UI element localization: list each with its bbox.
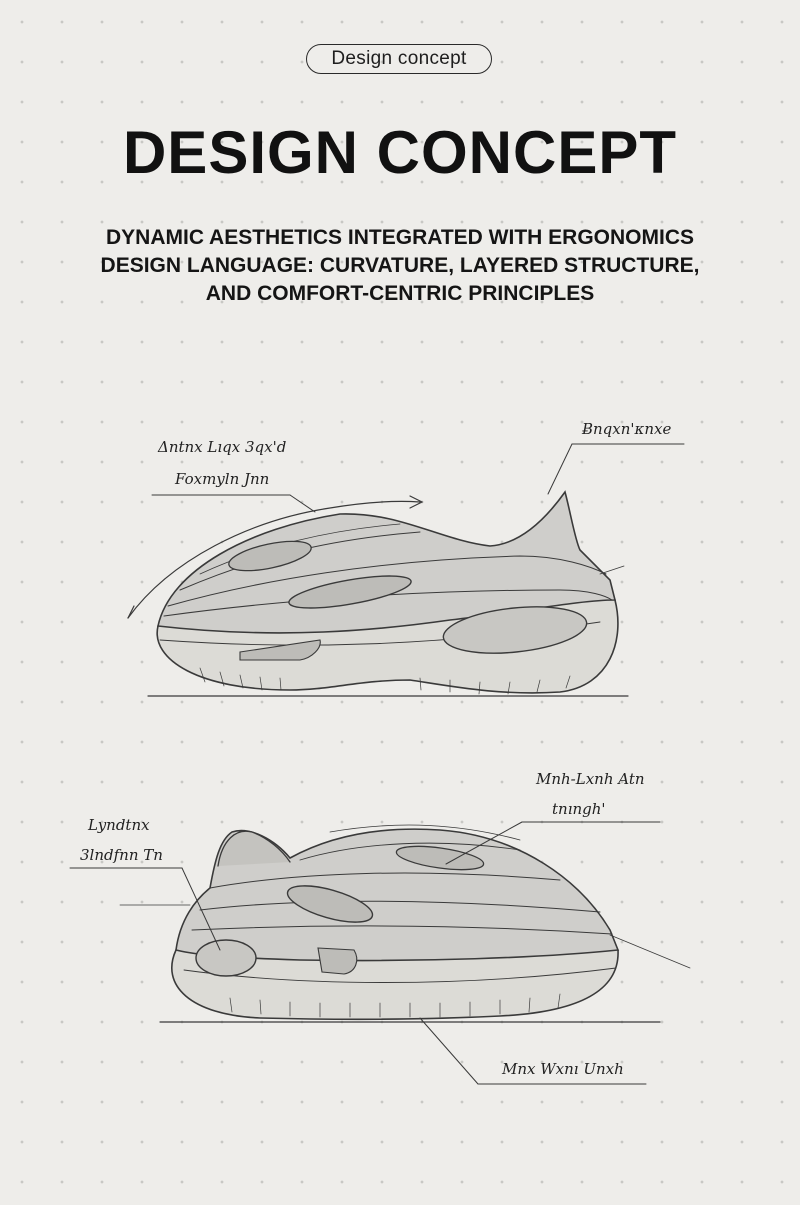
- subtitle: DYNAMIC AESTHETICS INTEGRATED WITH ERGON…: [40, 224, 760, 308]
- subtitle-line-3: AND COMFORT-CENTRIC PRINCIPLES: [205, 282, 595, 305]
- annotation-top-right: Ƀnqxn'κnxe: [582, 420, 672, 438]
- annotation-bottom-sole: Mnx Wxnı Unxh: [502, 1060, 624, 1078]
- section-badge: Design concept: [306, 44, 492, 74]
- annotation-bottom-right-1: Mnh-Lxnh Atn: [536, 770, 645, 788]
- annotation-top-left-2: Foxmyln Jnn: [175, 470, 270, 488]
- subtitle-line-1: DYNAMIC AESTHETICS INTEGRATED WITH ERGON…: [106, 226, 694, 249]
- annotation-bottom-left-1: Lyndtnx: [88, 816, 150, 834]
- annotation-top-left-1: Δntnx Lıqx 3qx'd: [158, 438, 287, 456]
- annotation-bottom-right-2: tnıngh': [552, 800, 606, 818]
- page-title: DESIGN CONCEPT: [122, 119, 678, 186]
- subtitle-line-2: DESIGN LANGUAGE: CURVATURE, LAYERED STRU…: [100, 254, 700, 277]
- annotation-bottom-left-2: 3lndfnn Tn: [80, 846, 163, 864]
